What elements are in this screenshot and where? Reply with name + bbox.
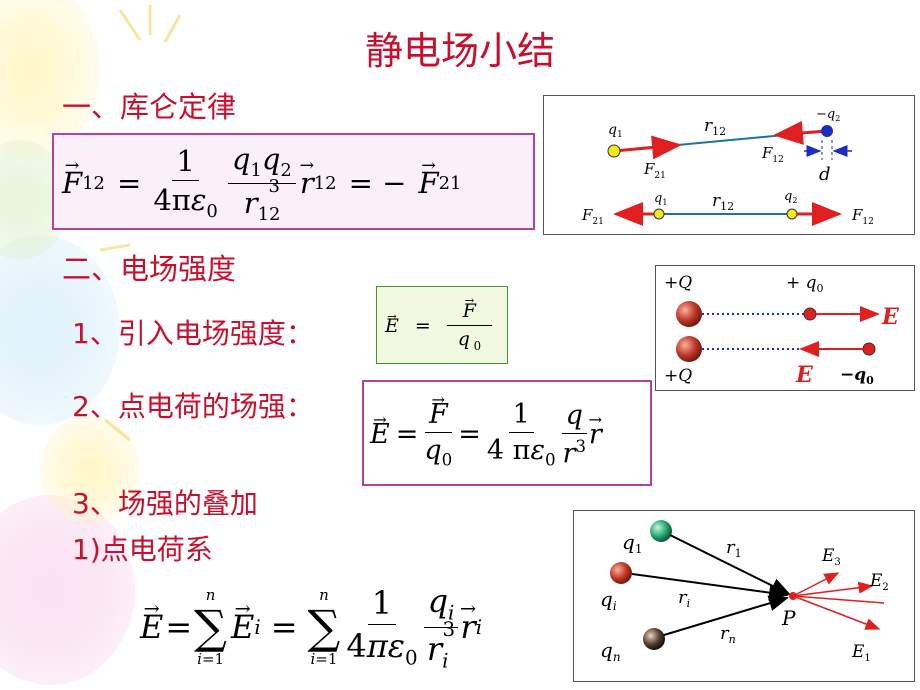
q1-ball <box>650 520 672 542</box>
page-title: 静电场小结 <box>364 29 555 73</box>
plus-q0-charge <box>803 307 817 321</box>
plusQ-top-charge <box>676 301 702 327</box>
P-label: P <box>781 606 796 630</box>
point-charge-system-label: 1)点电荷系 <box>72 533 213 566</box>
point-P <box>789 592 797 600</box>
q2-charge-bottom <box>786 208 798 220</box>
E-label-bottom: E <box>795 362 814 388</box>
superposition-label: 3、场强的叠加 <box>72 487 258 520</box>
E2-label: E2 <box>869 571 889 593</box>
q1-label-top: q1 <box>608 122 623 140</box>
point-charge-formula-box: E = Fq0 = 14 πε0 qr3 r <box>362 380 652 486</box>
F12-label-top: F12 <box>761 144 784 165</box>
qn-label: qn <box>600 638 621 664</box>
coulomb-diagram-svg: q1 r12 F21 −q2 F12 d F21 q1 r12 q2 F12 <box>581 107 874 227</box>
E-label-top: E <box>881 304 900 330</box>
point-charge-field-label: 2、点电荷的场强： <box>72 390 314 423</box>
plusQ-bottom-label: +Q <box>664 366 692 386</box>
plus-q0-label: + q0 <box>786 273 824 295</box>
F21-arrow-top <box>613 135 682 160</box>
F21-label-top: F21 <box>643 160 666 181</box>
superposition-diagram-svg: q1 qi qn r1 ri rn P E3 E2 E1 <box>600 520 889 664</box>
ri-label: ri <box>678 587 690 610</box>
section-heading-coulomb: 一、库仑定律 <box>62 90 237 124</box>
E3-arrow <box>792 572 840 597</box>
coulomb-diagram: q1 r12 F21 −q2 F12 d F21 q1 r12 q2 F12 <box>543 95 915 235</box>
r12-label-top: r12 <box>704 116 726 138</box>
E2-arrow <box>792 581 874 597</box>
r12-label-bottom: r12 <box>712 191 734 213</box>
qi-ball <box>610 562 632 584</box>
rn-arrow <box>663 595 789 636</box>
rn-label: rn <box>720 623 736 646</box>
minus-q0-charge <box>862 342 876 356</box>
E-resultant-arrow <box>792 595 885 604</box>
intro-field-label: 1、引入电场强度： <box>72 317 314 350</box>
point-charge-formula: E = Fq0 = 14 πε0 qr3 r <box>370 386 602 482</box>
q1-charge-bottom <box>653 208 665 220</box>
plusQ-bottom-charge <box>676 336 702 362</box>
qi-label: qi <box>600 587 617 613</box>
field-direction-diagram: +Q + q0 E +Q E −q0 <box>655 265 915 391</box>
q2-label-bottom: q2 <box>784 189 797 205</box>
field-diagram-svg: +Q + q0 E +Q E −q0 <box>664 273 900 388</box>
q1-charge-top <box>607 144 621 158</box>
q2-charge-top <box>821 125 833 137</box>
r1-arrow <box>669 534 791 595</box>
minus-q0-label: −q0 <box>840 365 874 387</box>
intro-formula: E = Fq 0 <box>385 295 492 357</box>
section-heading-field: 二、电场强度 <box>62 252 237 286</box>
F12-arrow-top <box>773 120 828 145</box>
F12-label-bottom: F12 <box>851 206 874 227</box>
plusQ-top-label: +Q <box>664 273 692 293</box>
E1-label: E1 <box>851 642 871 664</box>
r1-label: r1 <box>726 537 742 560</box>
E3-label: E3 <box>821 546 841 568</box>
E1-arrow <box>792 595 881 630</box>
F21-label-bottom: F21 <box>581 206 604 227</box>
superposition-diagram: q1 qi qn r1 ri rn P E3 E2 E1 <box>573 510 915 682</box>
q1-label: q1 <box>622 530 642 556</box>
ri-arrow <box>631 573 789 601</box>
q2-label-top: −q2 <box>816 107 840 123</box>
q1-label-bottom: q1 <box>654 191 667 207</box>
qn-ball <box>643 628 665 650</box>
intro-formula-box: E = Fq 0 <box>376 286 508 364</box>
d-label: d <box>819 164 831 185</box>
